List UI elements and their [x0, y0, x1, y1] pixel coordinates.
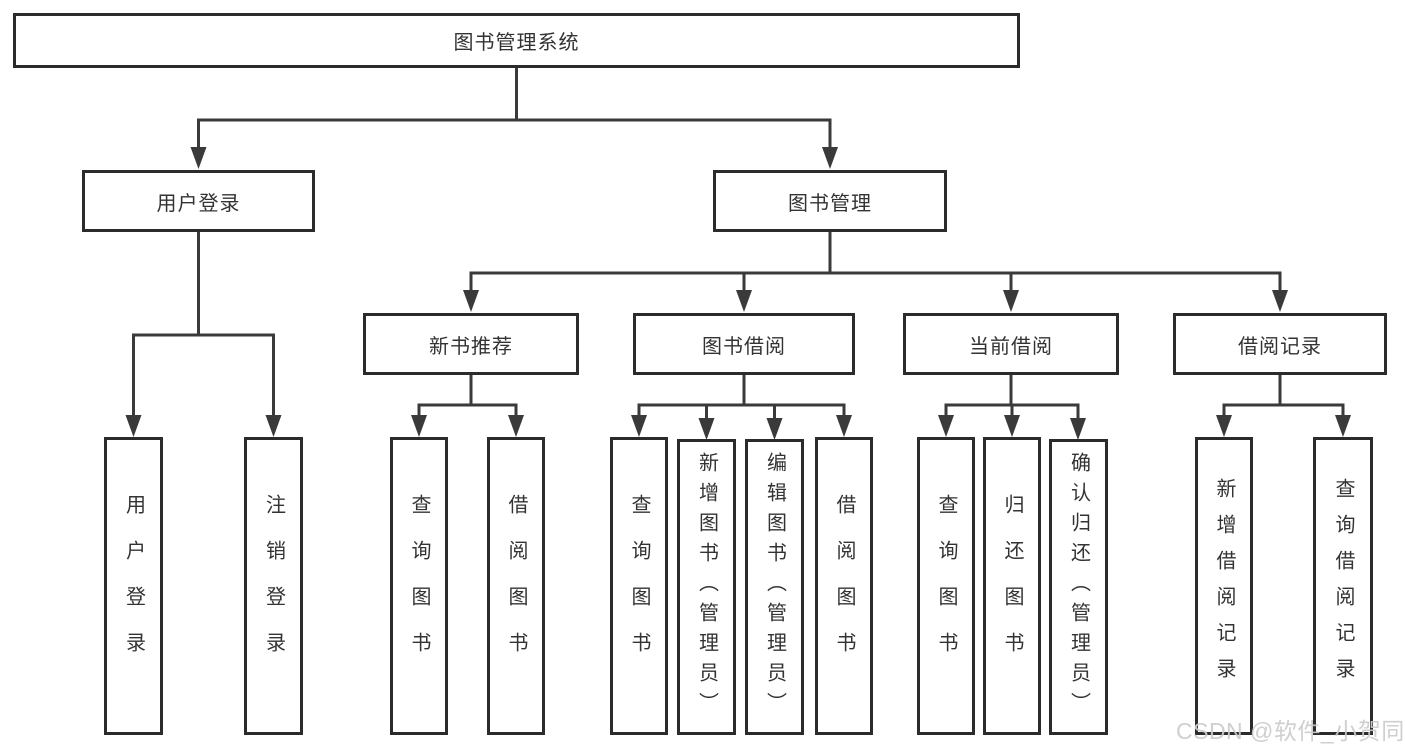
node-label: 查询图书 — [408, 494, 430, 678]
node-label: 新书推荐 — [429, 335, 513, 358]
node-label: 新增图书（管理员） — [695, 452, 718, 722]
csdn-watermark: CSDN @软件_小贺同学 — [1176, 718, 1405, 744]
leaf-return-books: 归还图书 — [983, 437, 1041, 735]
node-book-borrowing: 图书借阅 — [633, 313, 855, 375]
node-label: 查询图书 — [628, 494, 650, 678]
node-label: 查询图书 — [935, 494, 957, 678]
node-label: 借阅记录 — [1238, 335, 1322, 358]
node-current-borrowing: 当前借阅 — [903, 313, 1119, 375]
leaf-edit-books-admin: 编辑图书（管理员） — [745, 439, 804, 735]
leaf-query-books-3: 查询图书 — [917, 437, 975, 735]
leaf-borrow-books-2: 借阅图书 — [815, 437, 873, 735]
node-label: 当前借阅 — [969, 335, 1053, 358]
node-label: 新增借阅记录 — [1213, 478, 1235, 694]
node-label: 用户登录 — [122, 494, 145, 678]
node-borrowing-records: 借阅记录 — [1173, 313, 1387, 375]
node-label: 图书借阅 — [702, 335, 786, 358]
leaf-query-books-1: 查询图书 — [390, 437, 448, 735]
node-label: 归还图书 — [1001, 494, 1023, 678]
leaf-confirm-return-admin: 确认归还（管理员） — [1049, 439, 1108, 735]
leaf-borrow-books-1: 借阅图书 — [487, 437, 545, 735]
node-label: 借阅图书 — [833, 494, 855, 678]
node-user-login: 用户登录 — [82, 170, 315, 232]
arrowheads — [125, 147, 1351, 440]
node-root-library-system: 图书管理系统 — [13, 13, 1020, 68]
leaf-query-borrow-record: 查询借阅记录 — [1313, 437, 1373, 735]
node-label: 注销登录 — [262, 494, 285, 678]
leaf-user-login: 用户登录 — [104, 437, 163, 735]
node-label: 图书管理系统 — [453, 32, 580, 54]
node-label: 编辑图书（管理员） — [763, 452, 786, 722]
leaf-logout: 注销登录 — [244, 437, 303, 735]
node-label: 借阅图书 — [505, 494, 527, 678]
node-book-management: 图书管理 — [713, 170, 947, 232]
node-new-book-recommend: 新书推荐 — [363, 313, 579, 375]
node-label: 图书管理 — [788, 192, 872, 215]
node-label: 用户登录 — [156, 192, 241, 215]
leaf-query-books-2: 查询图书 — [610, 437, 668, 735]
leaf-add-books-admin: 新增图书（管理员） — [677, 439, 736, 735]
node-label: 确认归还（管理员） — [1067, 452, 1090, 722]
node-label: 查询借阅记录 — [1332, 478, 1354, 694]
leaf-add-borrow-record: 新增借阅记录 — [1195, 437, 1253, 735]
